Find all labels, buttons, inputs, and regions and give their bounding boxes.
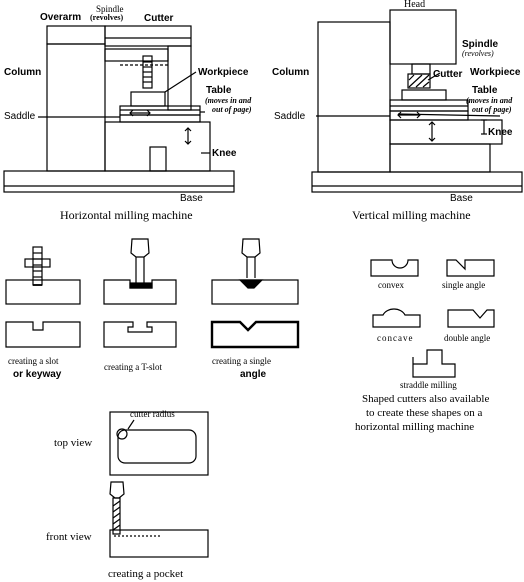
v-spindle: [411, 63, 431, 75]
pocket-cutter-head: [109, 481, 125, 499]
h-base: [3, 170, 235, 193]
v-caption: Vertical milling machine: [352, 208, 471, 222]
v-table-note-2: out of page): [472, 105, 512, 114]
cutter-radius-label: cutter radius: [130, 409, 175, 419]
angle-caption-1: creating a single: [212, 356, 271, 366]
v-column-label: Column: [272, 67, 310, 78]
tslot-result-block: [103, 321, 177, 348]
h-caption: Horizontal milling machine: [60, 208, 193, 222]
slot-caption-1: creating a slot: [8, 356, 59, 366]
single-angle-shape: [446, 259, 495, 277]
tslot-block: [103, 279, 177, 305]
v-base: [311, 171, 523, 193]
straddle-shape: [412, 349, 456, 378]
concave-label: concave: [377, 333, 414, 343]
angle-block: [211, 279, 299, 305]
shaped-note-3: horizontal milling machine: [355, 421, 475, 433]
v-cutter-label: Cutter: [433, 69, 463, 80]
pocket-cutter-circle: [116, 428, 128, 440]
h-overarm: [104, 25, 192, 47]
v-column: [317, 21, 391, 173]
tslot-cutter-head: [130, 238, 150, 258]
h-saddle: [119, 114, 201, 123]
slot-caption-2: or keyway: [13, 369, 62, 380]
v-head: [389, 9, 457, 65]
angle-cutter-tip: [238, 279, 264, 289]
v-workpiece: [401, 89, 447, 101]
h-column-label: Column: [4, 67, 42, 78]
h-table-note-1: (moves in and: [205, 96, 252, 105]
top-view-label: top view: [54, 437, 93, 449]
pocket-caption: creating a pocket: [108, 568, 184, 580]
h-table-label: Table: [206, 85, 232, 96]
h-spindle-label: Spindle: [96, 4, 124, 14]
pocket-front-block: [109, 529, 209, 558]
h-column-top: [46, 25, 106, 45]
slot-arbor: [24, 258, 51, 268]
h-spindle: [104, 48, 169, 62]
front-view-label: front view: [46, 531, 92, 543]
h-cutter-label: Cutter: [144, 13, 174, 24]
h-base-label: Base: [180, 193, 203, 204]
v-saddle-label: Saddle: [274, 111, 306, 122]
h-spindle-note: (revolves): [90, 13, 124, 22]
convex-label: convex: [378, 280, 404, 290]
v-base-label: Base: [450, 193, 473, 204]
shaped-note-2: to create these shapes on a: [366, 407, 483, 419]
v-knee: [389, 119, 503, 145]
h-saddle-label: Saddle: [4, 111, 36, 122]
v-spindle-label: Spindle: [462, 39, 499, 50]
straddle-label: straddle milling: [400, 380, 457, 390]
horizontal-milling-machine: [3, 25, 235, 193]
v-table-note-1: (moves in and: [466, 96, 513, 105]
v-table-label: Table: [472, 85, 498, 96]
h-column: [46, 43, 106, 172]
v-cutter: [407, 73, 431, 89]
slot-block: [5, 279, 81, 305]
v-knee-label: Knee: [488, 127, 513, 138]
v-workpiece-label: Workpiece: [470, 67, 521, 78]
tslot-operation: [103, 238, 177, 348]
tslot-caption: creating a T-slot: [104, 362, 162, 372]
convex-shape: [370, 259, 419, 277]
slot-result-block: [5, 321, 81, 348]
h-overarm-label: Overarm: [40, 12, 82, 23]
angle-caption-2: angle: [240, 369, 267, 380]
slot-operation: [5, 246, 81, 348]
double-angle-label: double angle: [444, 333, 491, 343]
tslot-cutter-tip: [129, 282, 153, 289]
v-spindle-note: (revolves): [462, 49, 494, 58]
concave-shape: [372, 308, 421, 328]
single-angle-label: single angle: [442, 280, 486, 290]
h-knee-screw: [149, 146, 167, 172]
pocket-top-block: [109, 411, 209, 476]
vertical-milling-machine: [311, 9, 523, 193]
v-knee-support: [389, 143, 491, 173]
v-head-label: Head: [404, 0, 426, 10]
pocket-operation: [109, 411, 209, 558]
angle-cutter-head: [241, 238, 261, 258]
h-workpiece-label: Workpiece: [198, 67, 249, 78]
angle-result-block: [210, 320, 300, 349]
shaped-note-1: Shaped cutters also available: [362, 393, 490, 405]
h-knee-label: Knee: [212, 148, 237, 159]
h-workpiece: [130, 91, 166, 107]
pocket-cutter-shank: [112, 497, 121, 535]
h-table-note-2: out of page): [212, 105, 252, 114]
double-angle-shape: [447, 309, 495, 328]
pocket-outline: [117, 429, 197, 464]
angle-operation: [210, 238, 300, 349]
shaped-cutters: [370, 259, 495, 378]
